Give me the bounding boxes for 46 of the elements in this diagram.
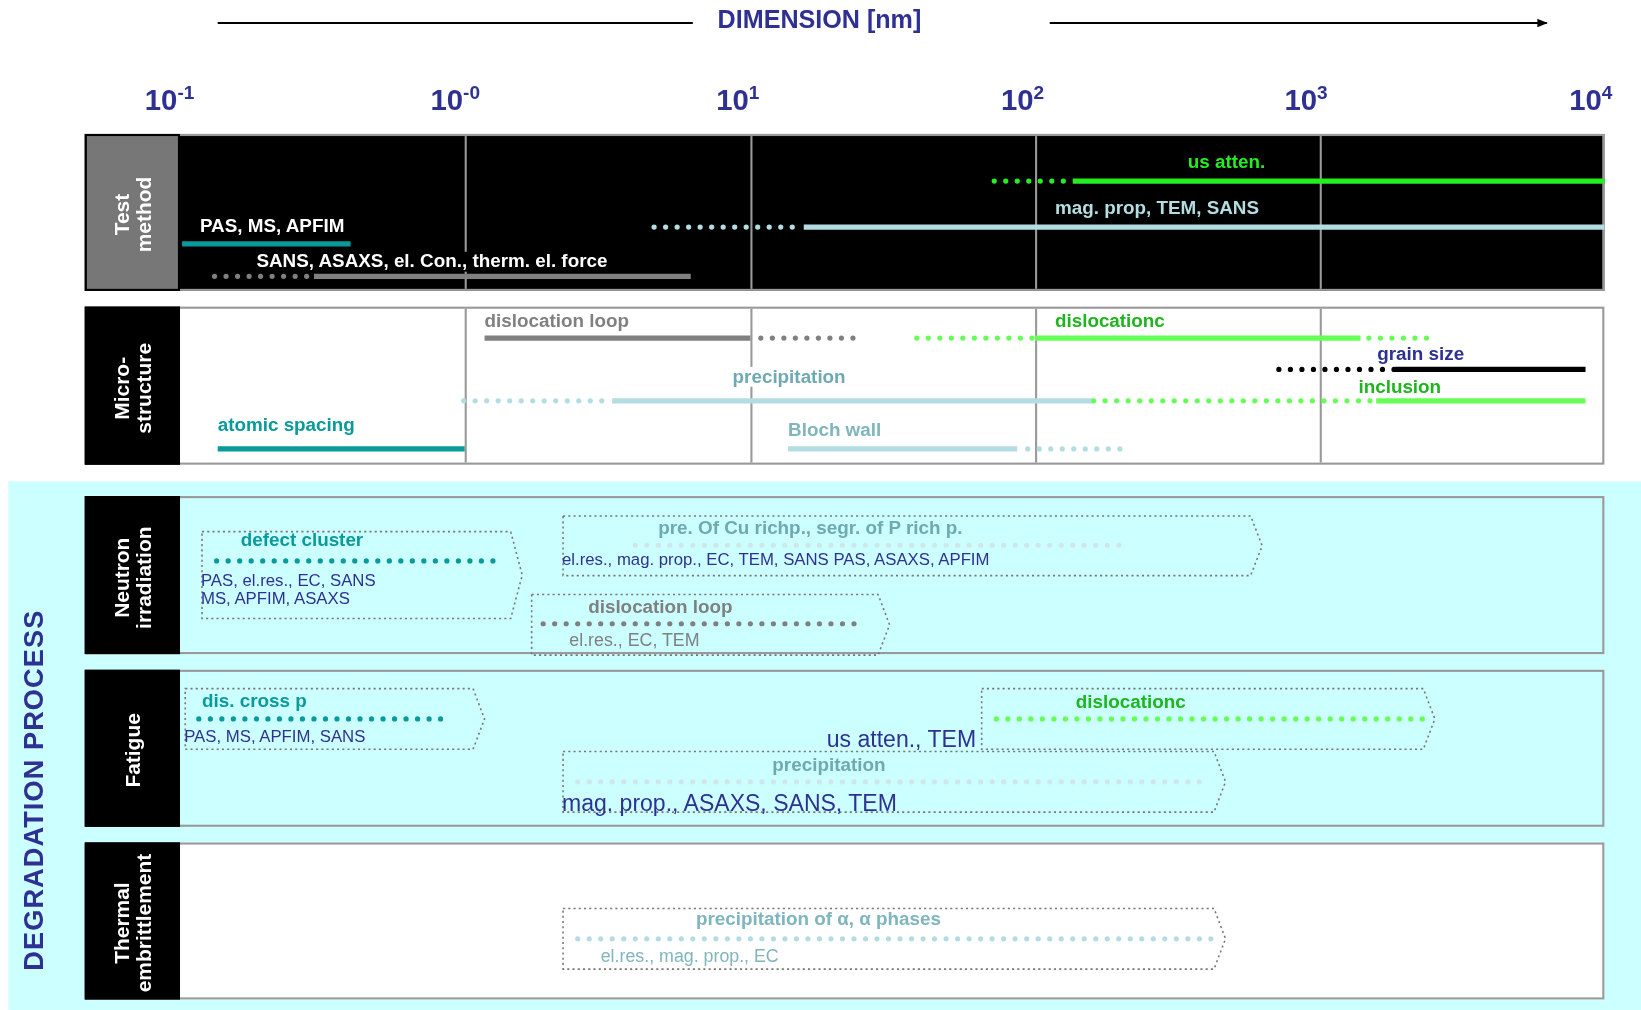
- row-heading: Micro- structure: [110, 341, 155, 436]
- range-label: precipitation: [732, 366, 846, 387]
- row-panel: [84, 133, 1605, 291]
- range-label: PAS, MS, APFIM: [199, 216, 345, 236]
- range-label: atomic spacing: [217, 415, 355, 435]
- range-label: dislocation loop: [484, 311, 629, 332]
- tick-label: 10$^{2}$: [1000, 85, 1045, 116]
- row-heading: Thermal embrittlement: [110, 852, 155, 994]
- tick-label: 10$^{1}$: [716, 85, 760, 116]
- row-panel: [84, 306, 1605, 465]
- range-tag: [980, 687, 1436, 751]
- range-tag: [184, 687, 486, 751]
- method-list: el.res., mag. prop., EC, TEM, SANS PAS, ASAXS, APFIM: [562, 551, 990, 569]
- process-band: [8, 481, 1641, 1010]
- tick-label: 10$^{-0}$: [430, 85, 480, 116]
- range-label: mag. prop, TEM, SANS: [1054, 198, 1260, 219]
- process-label: dis. cross p: [202, 691, 307, 712]
- row-heading: Test method: [110, 175, 155, 255]
- range-tag: [562, 514, 1264, 577]
- range-tag: [562, 907, 1227, 971]
- range-label: SANS, ASAXS, el. Con., therm. el. force: [256, 251, 608, 272]
- method-list: us atten., TEM: [826, 726, 977, 751]
- method-list: el.res., mag. prop., EC: [600, 947, 779, 966]
- process-label: dislocation loop: [588, 597, 733, 617]
- row-panel: [84, 842, 1605, 1000]
- tick-label: 10$^{4}$: [1569, 85, 1613, 116]
- method-list: PAS, MS, APFIM, SANS: [184, 728, 366, 746]
- process-label: pre. Of Cu richp., segr. of P rich p.: [658, 518, 963, 539]
- tick-label: 10$^{3}$: [1284, 85, 1328, 116]
- range-tag: [530, 593, 891, 657]
- process-label: precipitation of α, α phases: [695, 909, 942, 929]
- range-tag: [562, 750, 1227, 814]
- process-label: dislocationc: [1075, 692, 1186, 713]
- band-title: DEGRADATION PROCESS: [20, 609, 49, 971]
- row-panel: [84, 496, 1605, 655]
- axis-title: DIMENSION [nm]: [717, 5, 922, 32]
- process-label: defect cluster: [240, 530, 364, 550]
- row-panel: [84, 669, 1605, 827]
- method-list: el.res., EC, TEM: [569, 631, 700, 650]
- method-list: PAS, el.res., EC, SANS MS, APFIM, ASAXS: [200, 572, 395, 608]
- method-list: mag. prop., ASAXS, SANS, TEM: [562, 790, 897, 815]
- tick-label: 10$^{-1}$: [144, 85, 195, 116]
- range-tag: [200, 530, 524, 620]
- row-heading: Neutron irradiation: [110, 525, 155, 631]
- row-heading: Fatigue: [121, 712, 144, 790]
- process-label: precipitation: [772, 755, 886, 775]
